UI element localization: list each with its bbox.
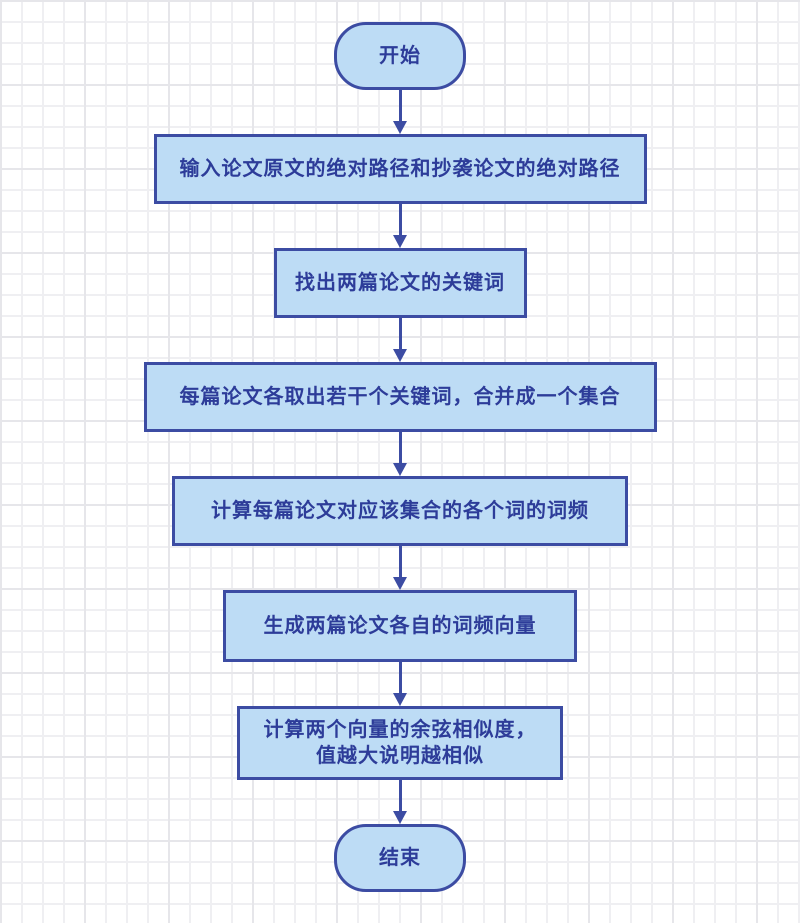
arrow-down-icon — [393, 577, 407, 590]
node-start-label: 开始 — [379, 45, 421, 67]
arrow-down-icon — [393, 235, 407, 248]
connector-step4-step5 — [393, 546, 407, 590]
connector-line — [398, 662, 402, 693]
node-step-5-label: 生成两篇论文各自的词频向量 — [263, 615, 537, 637]
connector-step2-step3 — [393, 318, 407, 362]
arrow-down-icon — [393, 121, 407, 134]
node-end: 结束 — [334, 824, 466, 892]
arrow-down-icon — [393, 463, 407, 476]
node-step-3: 每篇论文各取出若干个关键词，合并成一个集合 — [143, 362, 657, 432]
node-step-4: 计算每篇论文对应该集合的各个词的词频 — [172, 476, 628, 546]
node-step-6-label-line-2: 值越大说明越相似 — [316, 745, 484, 767]
node-step-2-label: 找出两篇论文的关键词 — [295, 272, 505, 294]
node-end-label: 结束 — [379, 847, 421, 869]
connector-line — [398, 204, 402, 235]
node-step-2: 找出两篇论文的关键词 — [273, 248, 527, 318]
connector-line — [398, 318, 402, 349]
connector-start-step1 — [393, 90, 407, 134]
node-start: 开始 — [334, 22, 466, 90]
connector-step5-step6 — [393, 662, 407, 706]
node-step-1: 输入论文原文的绝对路径和抄袭论文的绝对路径 — [153, 134, 647, 204]
node-step-4-label: 计算每篇论文对应该集合的各个词的词频 — [211, 500, 589, 522]
connector-step1-step2 — [393, 204, 407, 248]
node-step-5: 生成两篇论文各自的词频向量 — [223, 590, 577, 662]
connector-step3-step4 — [393, 432, 407, 476]
connector-line — [398, 90, 402, 121]
node-step-1-label: 输入论文原文的绝对路径和抄袭论文的绝对路径 — [179, 158, 621, 180]
arrow-down-icon — [393, 811, 407, 824]
arrow-down-icon — [393, 349, 407, 362]
connector-line — [398, 546, 402, 577]
node-step-6: 计算两个向量的余弦相似度， 值越大说明越相似 — [237, 706, 563, 780]
node-step-6-label-line-1: 计算两个向量的余弦相似度， — [263, 719, 537, 741]
node-step-3-label: 每篇论文各取出若干个关键词，合并成一个集合 — [179, 386, 621, 408]
connector-line — [398, 432, 402, 463]
connector-line — [398, 780, 402, 811]
arrow-down-icon — [393, 693, 407, 706]
connector-step6-end — [393, 780, 407, 824]
